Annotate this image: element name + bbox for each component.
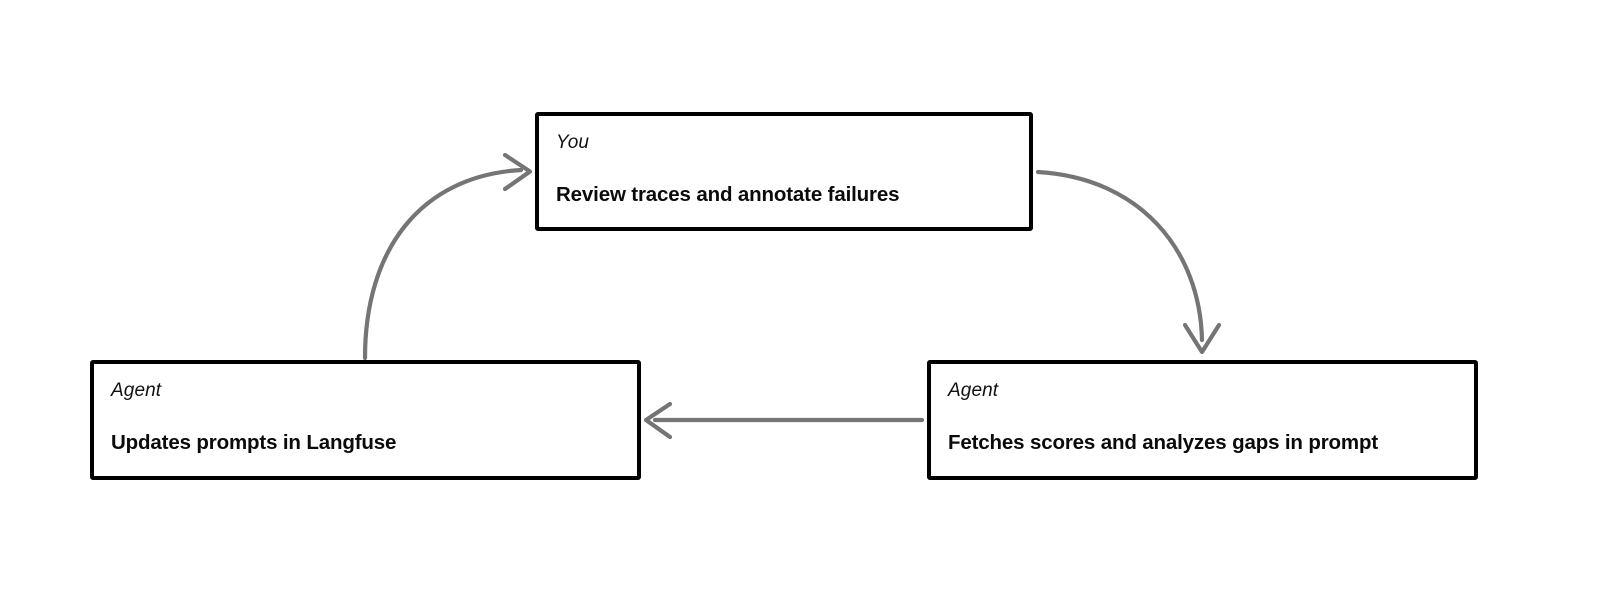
edge-updates-to-you <box>362 152 533 361</box>
edge-updates-to-you-path <box>362 167 524 361</box>
node-agent-fetches[interactable]: Agent Fetches scores and analyzes gaps i… <box>927 360 1478 480</box>
node-title-label: Review traces and annotate failures <box>556 183 900 206</box>
edge-you-to-fetches-path <box>1035 169 1205 343</box>
node-title-label: Fetches scores and analyzes gaps in prom… <box>948 431 1379 454</box>
node-role-label: You <box>556 132 590 153</box>
edge-fetches-to-updates-arrowhead <box>643 401 673 440</box>
node-role-label: Agent <box>948 380 999 401</box>
edge-updates-to-you-arrowhead <box>502 152 533 192</box>
edge-you-to-fetches-arrowhead <box>1182 322 1222 355</box>
edge-fetches-to-updates <box>643 401 925 440</box>
node-you-review[interactable]: You Review traces and annotate failures <box>535 112 1033 231</box>
node-agent-updates[interactable]: Agent Updates prompts in Langfuse <box>90 360 641 480</box>
node-title-label: Updates prompts in Langfuse <box>111 431 397 454</box>
edge-you-to-fetches <box>1035 169 1222 355</box>
node-role-label: Agent <box>111 380 162 401</box>
